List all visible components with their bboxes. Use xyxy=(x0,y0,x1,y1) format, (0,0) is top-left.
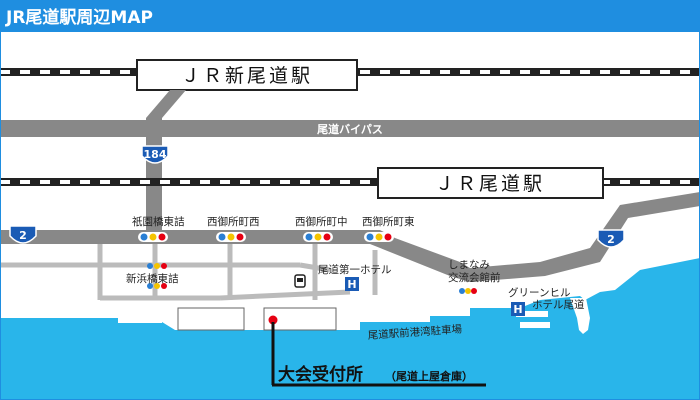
route-184-sign: 184 xyxy=(141,145,169,164)
pier xyxy=(520,322,550,328)
svg-text:H: H xyxy=(347,278,356,291)
intersection-naka-label: 西御所町中 xyxy=(295,215,348,228)
map-title: JR尾道駅周辺MAP xyxy=(5,7,153,28)
signal-shinhama xyxy=(147,263,167,289)
route-184-connector xyxy=(146,90,186,118)
signal-gion xyxy=(138,232,168,242)
route-2-road xyxy=(0,192,700,282)
sea-area xyxy=(0,258,700,400)
route-184-number: 184 xyxy=(144,148,167,161)
hotel-icon-daiichi: H xyxy=(345,277,359,291)
shin-onomichi-station-name: ＪＲ新尾道駅 xyxy=(181,65,313,87)
shin-onomichi-station: ＪＲ新尾道駅 xyxy=(136,59,358,91)
onomichi-station-name: ＪＲ尾道駅 xyxy=(435,173,545,195)
venue-name: 大会受付所 xyxy=(278,364,363,385)
signal-nishigoshomachi-higashi xyxy=(364,232,394,242)
venue-marker[interactable] xyxy=(268,315,278,325)
title-bar xyxy=(0,0,700,32)
bypass-label: 尾道バイパス xyxy=(316,122,383,136)
intersection-gion-label: 祇園橋東詰 xyxy=(132,215,185,228)
route-2-sign-right: 2 xyxy=(597,229,625,248)
venue-sub: （尾道上屋倉庫） xyxy=(385,369,473,383)
warehouse-block xyxy=(177,307,245,331)
intersection-nishi-label: 西御所町西 xyxy=(207,215,260,228)
shimanami-label-2: 交流会館前 xyxy=(448,271,501,284)
route-2-number-right: 2 xyxy=(607,233,615,246)
gas-station-icon xyxy=(294,274,306,288)
signal-shimanami xyxy=(459,288,477,294)
intersection-higashi-label: 西御所町東 xyxy=(362,215,415,228)
route-2-number-left: 2 xyxy=(19,229,27,242)
greenhill-label-2: ホテル尾道 xyxy=(532,298,585,311)
pier xyxy=(516,311,548,317)
onomichi-bypass xyxy=(0,120,700,137)
route-2-sign-left: 2 xyxy=(9,225,37,244)
signal-nishigoshomachi-naka xyxy=(303,232,333,242)
intersection-shinhama-label: 新浜橋東詰 xyxy=(126,272,179,285)
venue-warehouse-block xyxy=(263,307,337,331)
shimanami-label-1: しまなみ xyxy=(448,259,490,271)
daiichi-hotel-label: 尾道第一ホテル xyxy=(318,263,392,276)
greenhill-label-1: グリーンヒル xyxy=(508,286,570,299)
pier xyxy=(118,305,162,323)
pier xyxy=(570,298,590,334)
svg-text:H: H xyxy=(513,303,522,316)
onomichi-station: ＪＲ尾道駅 xyxy=(377,167,604,199)
hotel-icon-greenhill: H xyxy=(511,302,525,316)
signal-nishigoshomachi-nishi xyxy=(216,232,246,242)
